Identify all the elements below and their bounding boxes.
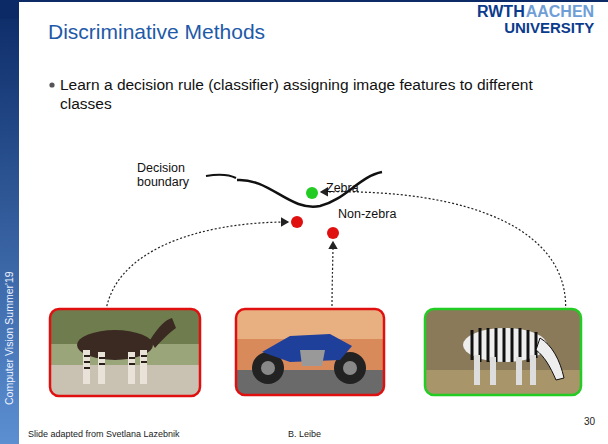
page-number: 30 [584,416,595,428]
class-label: Zebra [326,181,359,195]
nonzebra-point [291,216,303,228]
dotted-arrow [105,222,288,318]
logo-text: UNIVERSITY [504,19,594,36]
green-frame [425,309,581,395]
okapi-photo [50,309,200,396]
zebra-photo [425,309,581,395]
logo-text: AACHEN [526,3,594,21]
motorcycle-photo [236,309,384,395]
leader-line [206,175,236,178]
footer-author: B. Leibe [288,429,321,439]
bullet-dot [49,82,54,87]
class-label: Non-zebra [338,207,396,221]
top-rule [19,0,608,2]
dotted-arrow [332,242,333,310]
red-frame [236,309,384,395]
decision-boundary [237,172,382,207]
red-frame [50,309,200,396]
logo-text: RWTH [477,3,525,21]
dotted-arrow [321,192,566,318]
side-bar [0,0,19,444]
slide-title: Discriminative Methods [48,20,265,44]
bullet-text: Learn a decision rule (classifier) assig… [60,75,588,114]
zebra-point [306,187,318,199]
nonzebra-point [327,227,339,239]
boundary-label: Decision boundary [137,161,205,190]
side-text: Computer Vision Summer'19 [3,271,15,405]
footer-credit: Slide adapted from Svetlana Lazebnik [28,429,180,439]
corner-square [0,0,19,19]
